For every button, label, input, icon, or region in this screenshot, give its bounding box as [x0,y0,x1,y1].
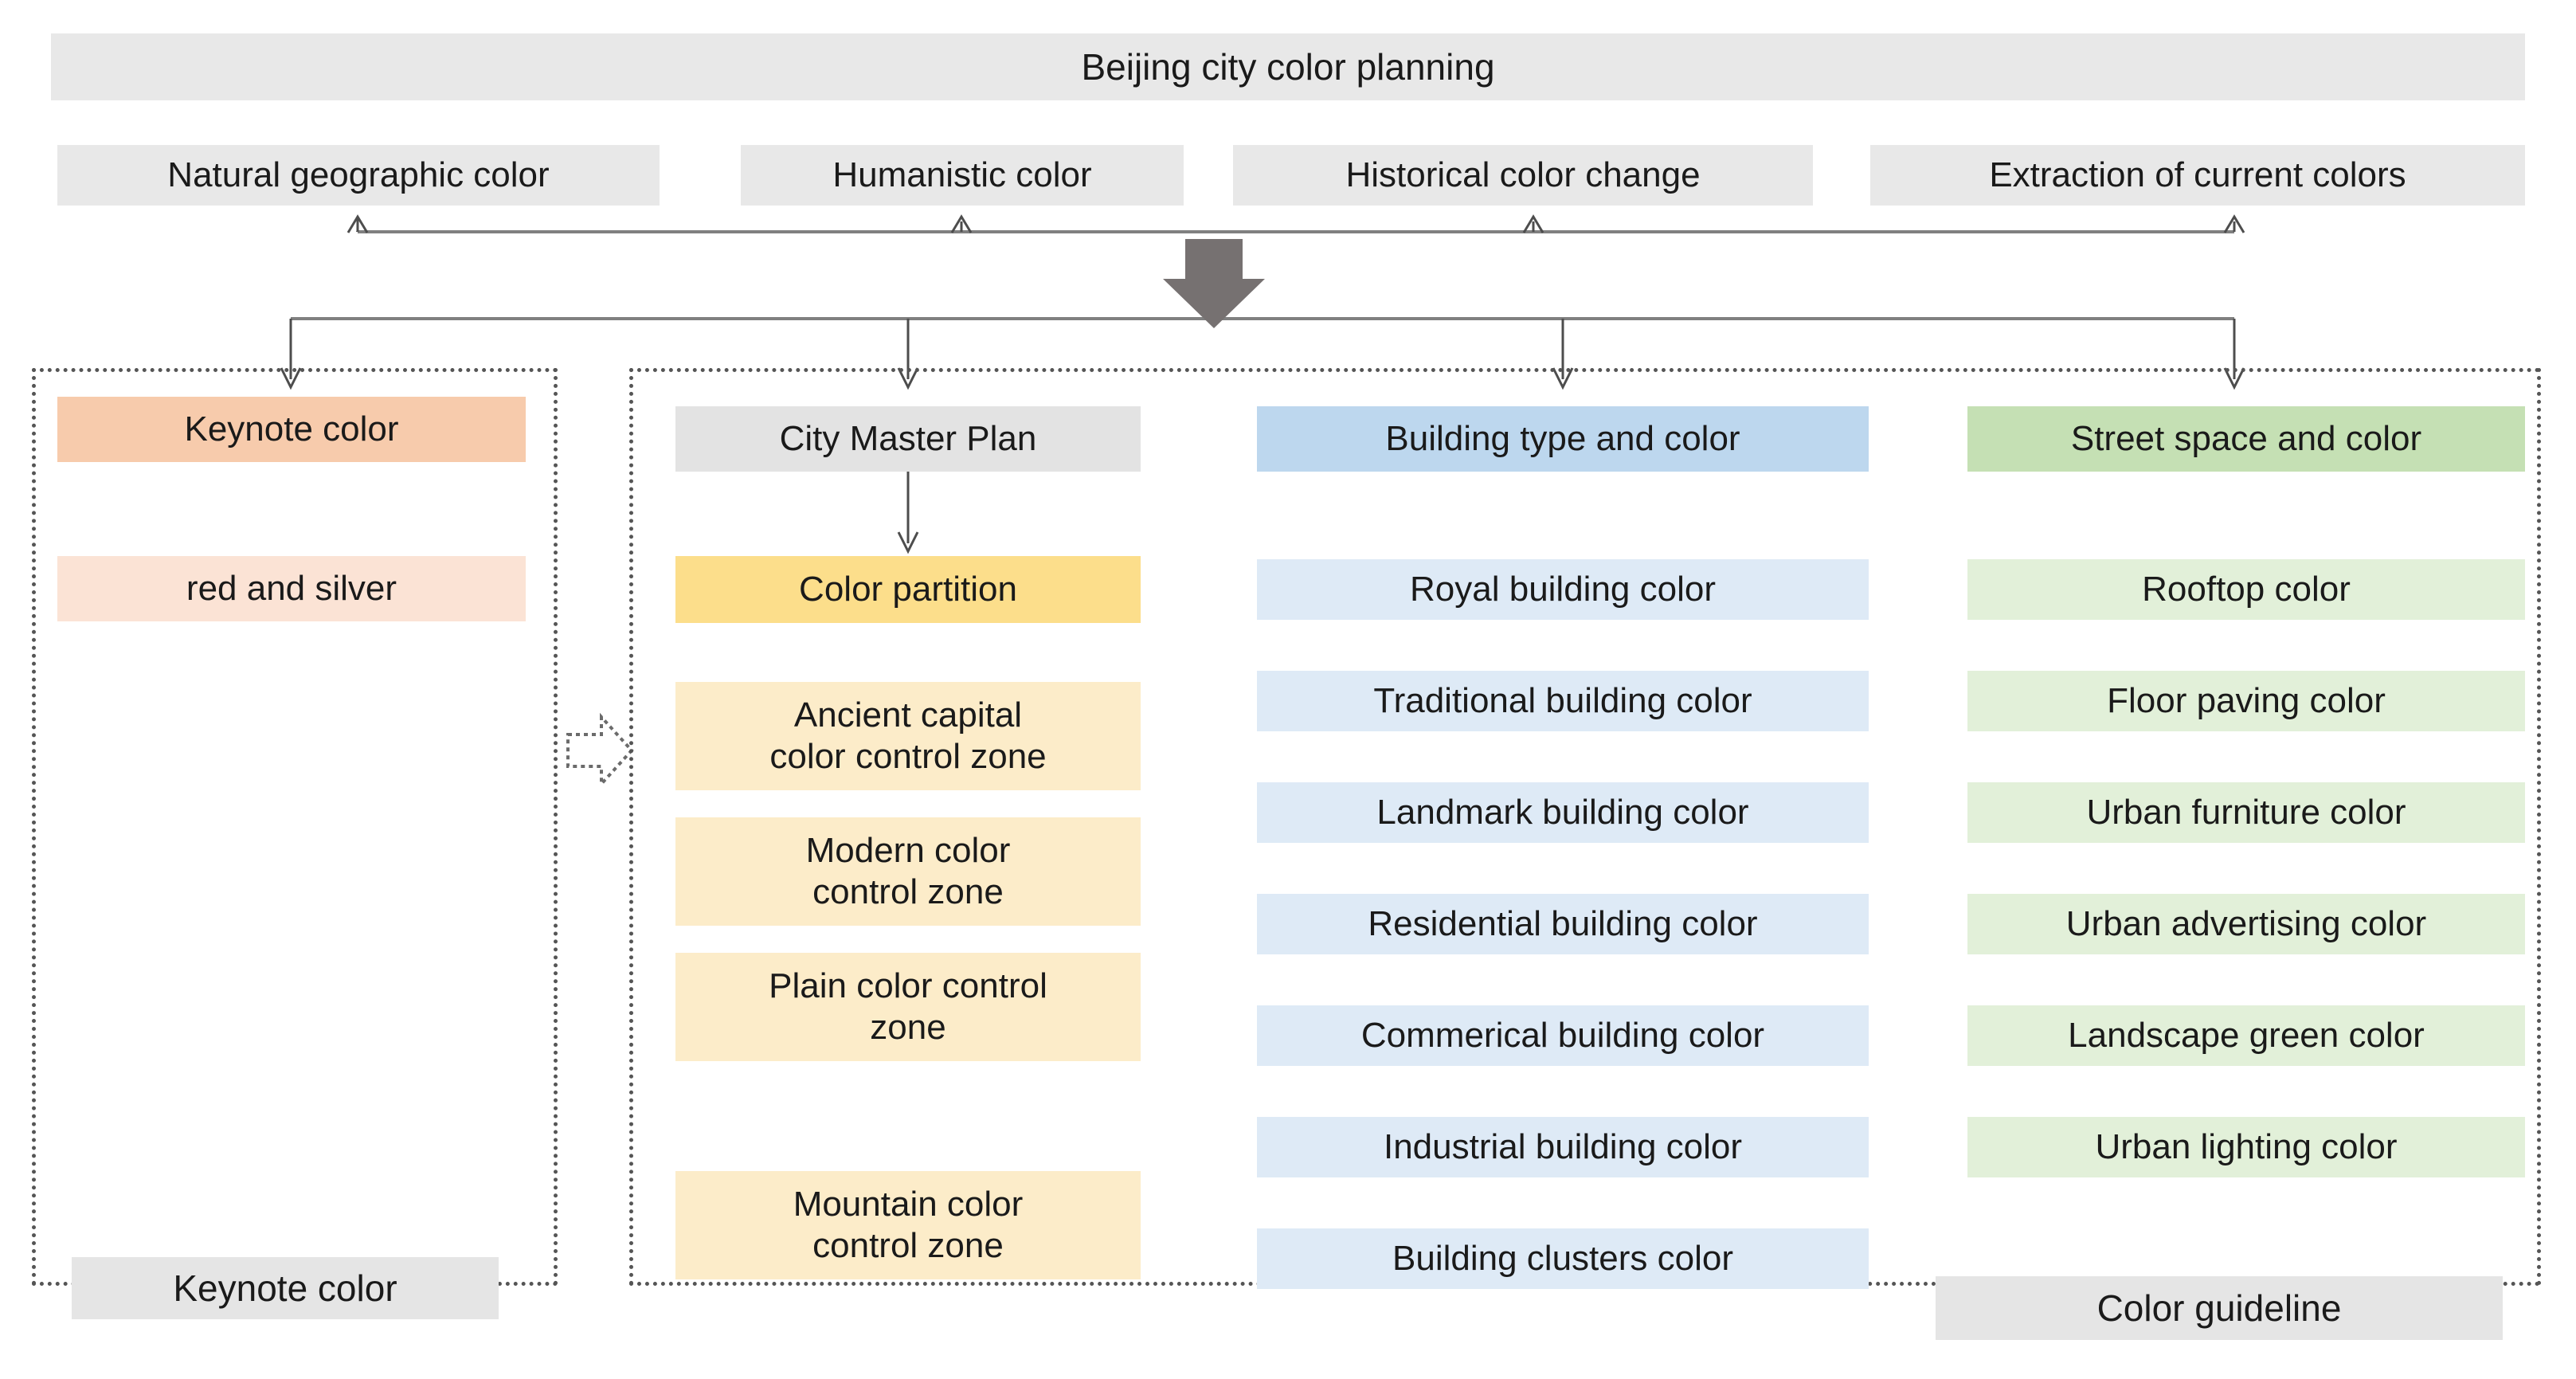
column-header-city-master-plan[interactable]: City Master Plan [675,406,1141,472]
keynote-panel [32,368,558,1286]
color-partition-header[interactable]: Color partition [675,556,1141,623]
color-guideline-footer: Color guideline [1936,1276,2503,1340]
street-item-urban-furniture[interactable]: Urban furniture color [1967,782,2525,843]
street-item-urban-advertising[interactable]: Urban advertising color [1967,894,2525,954]
street-item-urban-lighting[interactable]: Urban lighting color [1967,1117,2525,1177]
source-box-extraction-of-current-colors[interactable]: Extraction of current colors [1870,145,2525,206]
zone-item-mountain[interactable]: Mountain color control zone [675,1171,1141,1279]
street-item-floor-paving[interactable]: Floor paving color [1967,671,2525,731]
building-item-residential[interactable]: Residential building color [1257,894,1869,954]
building-item-royal[interactable]: Royal building color [1257,559,1869,620]
zone-item-plain[interactable]: Plain color control zone [675,953,1141,1061]
building-item-traditional[interactable]: Traditional building color [1257,671,1869,731]
building-item-clusters[interactable]: Building clusters color [1257,1228,1869,1289]
street-item-rooftop[interactable]: Rooftop color [1967,559,2525,620]
column-header-street-space-and-color[interactable]: Street space and color [1967,406,2525,472]
keynote-panel-footer: Keynote color [72,1257,499,1319]
street-item-landscape-green[interactable]: Landscape green color [1967,1005,2525,1066]
zone-item-modern[interactable]: Modern color control zone [675,817,1141,926]
keynote-color-value[interactable]: red and silver [57,556,526,621]
block-arrow-down-icon [1163,239,1265,328]
building-item-landmark[interactable]: Landmark building color [1257,782,1869,843]
source-box-natural-geographic-color[interactable]: Natural geographic color [57,145,660,206]
building-item-commerical[interactable]: Commerical building color [1257,1005,1869,1066]
source-box-humanistic-color[interactable]: Humanistic color [741,145,1184,206]
zone-item-ancient-capital[interactable]: Ancient capital color control zone [675,682,1141,790]
keynote-color-header[interactable]: Keynote color [57,397,526,462]
page-title: Beijing city color planning [51,33,2525,100]
dotted-block-arrow-right-icon [566,712,634,789]
column-header-building-type-and-color[interactable]: Building type and color [1257,406,1869,472]
building-item-industrial[interactable]: Industrial building color [1257,1117,1869,1177]
source-box-historical-color-change[interactable]: Historical color change [1233,145,1813,206]
